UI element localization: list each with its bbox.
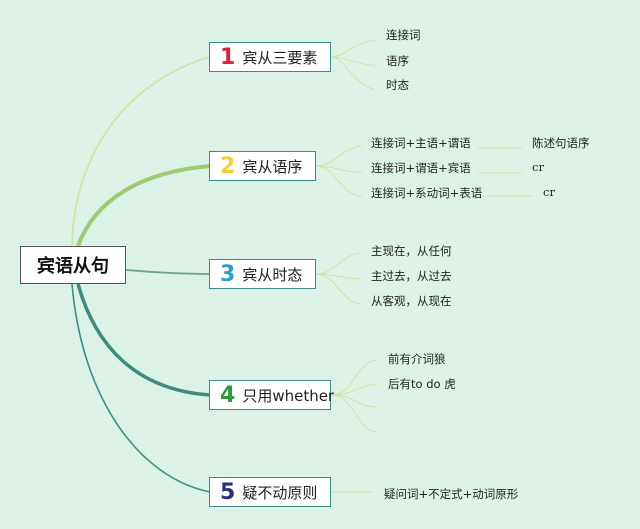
branch-line-5 [71,283,211,493]
branch-line-3 [125,269,211,275]
leaf-1-2: 语序 [386,54,409,68]
subleaf-2-2: cr [532,160,544,174]
leaf-3-1: 主现在，从任何 [371,244,452,258]
branch-label-5: 疑不动原则 [242,483,318,502]
root-node[interactable]: 宾语从句 [20,246,126,284]
leaf-4-2: 后有to do 虎 [388,377,456,391]
leaf-2-1: 连接词+主语+谓语 [371,136,471,150]
branch-line-2 [76,164,211,247]
branch-number-2: 2 [220,153,236,179]
branch-node-5[interactable]: 5 疑不动原则 [209,477,331,507]
branch-label-2: 宾从语序 [242,157,303,176]
branch-label-1: 宾从三要素 [242,48,318,67]
branch-line-1 [71,56,211,247]
branch-number-3: 3 [220,261,236,287]
subleaf-2-3: cr [543,185,555,199]
branch-node-2[interactable]: 2 宾从语序 [209,151,316,181]
leaf-2-3: 连接词+系动词+表语 [371,186,483,200]
root-label: 宾语从句 [37,256,109,277]
leaf-4-1: 前有介词狼 [388,352,446,366]
branch-label-4: 只用whether [242,386,335,405]
branch-number-1: 1 [220,44,236,70]
branch-node-1[interactable]: 1 宾从三要素 [209,42,331,72]
branch-label-3: 宾从时态 [242,265,303,284]
leaf-2-2: 连接词+谓语+宾语 [371,161,471,175]
branch-line-4 [76,283,211,397]
branch-number-5: 5 [220,479,236,505]
leaf-5-1: 疑问词+不定式+动词原形 [384,487,519,501]
leaf-3-2: 主过去，从过去 [371,269,452,283]
branch-node-4[interactable]: 4 只用whether [209,380,335,410]
branch-node-3[interactable]: 3 宾从时态 [209,259,316,289]
leaf-3-3: 从客观，从现在 [371,294,452,308]
leaf-1-1: 连接词 [386,28,421,42]
branch-number-4: 4 [220,382,236,408]
leaf-1-3: 时态 [386,78,409,92]
subleaf-2-1: 陈述句语序 [532,136,590,150]
